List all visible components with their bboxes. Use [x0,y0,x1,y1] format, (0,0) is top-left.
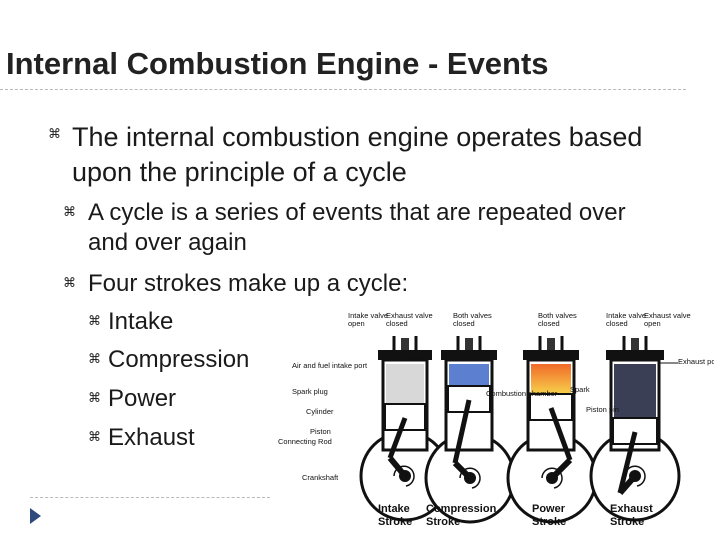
intake-mixture [386,364,424,404]
bullet-icon: ⌘ [88,313,101,328]
bullet-icon: ⌘ [63,204,76,219]
label-connecting-rod: Connecting Rod [278,437,332,446]
label-line: closed [538,319,560,328]
bullet-icon: ⌘ [88,351,101,366]
slide-nav-arrow-icon[interactable] [30,508,41,524]
main-bullet-text: The internal combustion engine operates … [72,122,643,187]
label-exhaust-port: Exhaust port [678,357,714,366]
bullet-icon: ⌘ [63,275,76,290]
compressed-charge [449,364,489,386]
label-spark: Spark [570,385,590,394]
bullet-icon: ⌘ [48,126,61,141]
stroke-item-exhaust: Exhaust [108,424,195,451]
label-combustion-chamber: Combustion chamber [486,389,558,398]
label-line: Stroke [610,516,644,528]
label-line: open [644,319,661,328]
label-line: closed [606,319,628,328]
label-air-fuel-port: Air and fuel intake port [292,361,368,370]
stroke-item-compression: Compression [108,346,250,373]
bullet-icon: ⌘ [88,390,101,405]
label-cylinder: Cylinder [306,407,334,416]
label-head: Head [406,353,424,362]
sub-bullet-four-strokes: Four strokes make up a cycle: [88,270,409,297]
stroke-item-power: Power [108,385,177,412]
sub-bullet-cycle-definition: A cycle is a series of events that are r… [88,199,626,256]
label-line: Stroke [532,516,566,528]
label-line: closed [453,319,475,328]
label-crankshaft: Crankshaft [302,473,339,482]
label-line: closed [386,319,408,328]
label-piston: Piston [310,427,331,436]
label-spark-plug: Spark plug [292,387,328,396]
label-line: open [348,319,365,328]
label-line: Stroke [426,516,460,528]
slide-title: Internal Combustion Engine - Events [6,46,549,81]
engine-exhaust [589,336,681,522]
label-piston-pin: Piston pin [586,405,619,414]
power-flame [531,364,571,394]
engine-intake [359,336,451,522]
engine-power [506,336,598,524]
engine-compression [424,336,516,524]
footer-divider [30,497,270,498]
stroke-item-intake: Intake [108,308,174,335]
label-line: Stroke [378,516,412,528]
exhaust-gas [614,364,656,418]
title-divider [0,89,686,90]
bullet-icon: ⌘ [88,429,101,444]
